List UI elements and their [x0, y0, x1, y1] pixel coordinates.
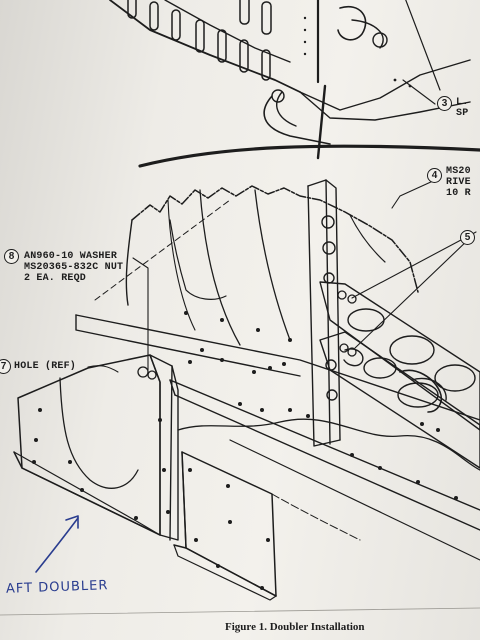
callout-8-number: 8 — [4, 249, 19, 264]
callout-8-label: AN960-10 WASHER MS20365-832C NUT 2 EA. R… — [24, 251, 124, 284]
handwritten-arrow — [35, 515, 79, 573]
lower-skin — [169, 379, 480, 561]
upper-structure-view — [109, 0, 471, 160]
callout-7-label: HOLE (REF) — [14, 361, 77, 372]
callout-3-number: 3 — [437, 96, 452, 111]
lightening-hole-strap — [319, 281, 480, 469]
callout-7-number: 7 — [0, 359, 11, 374]
callout-5-number: 5 — [460, 230, 475, 245]
skin-panel — [75, 185, 480, 421]
aft-doubler — [13, 354, 179, 541]
callout-4-label: MS20 RIVE 10 R — [446, 166, 471, 199]
figure-caption: Figure 1. Doubler Installation — [225, 621, 365, 633]
rivets — [32, 311, 458, 590]
washer-nut-stack — [137, 290, 357, 380]
callout-3-label: L. SP — [456, 97, 469, 119]
vertical-channel — [307, 179, 341, 447]
leader-lines — [87, 79, 477, 373]
callout-4-number: 4 — [427, 168, 442, 183]
center-doubler — [173, 451, 361, 601]
